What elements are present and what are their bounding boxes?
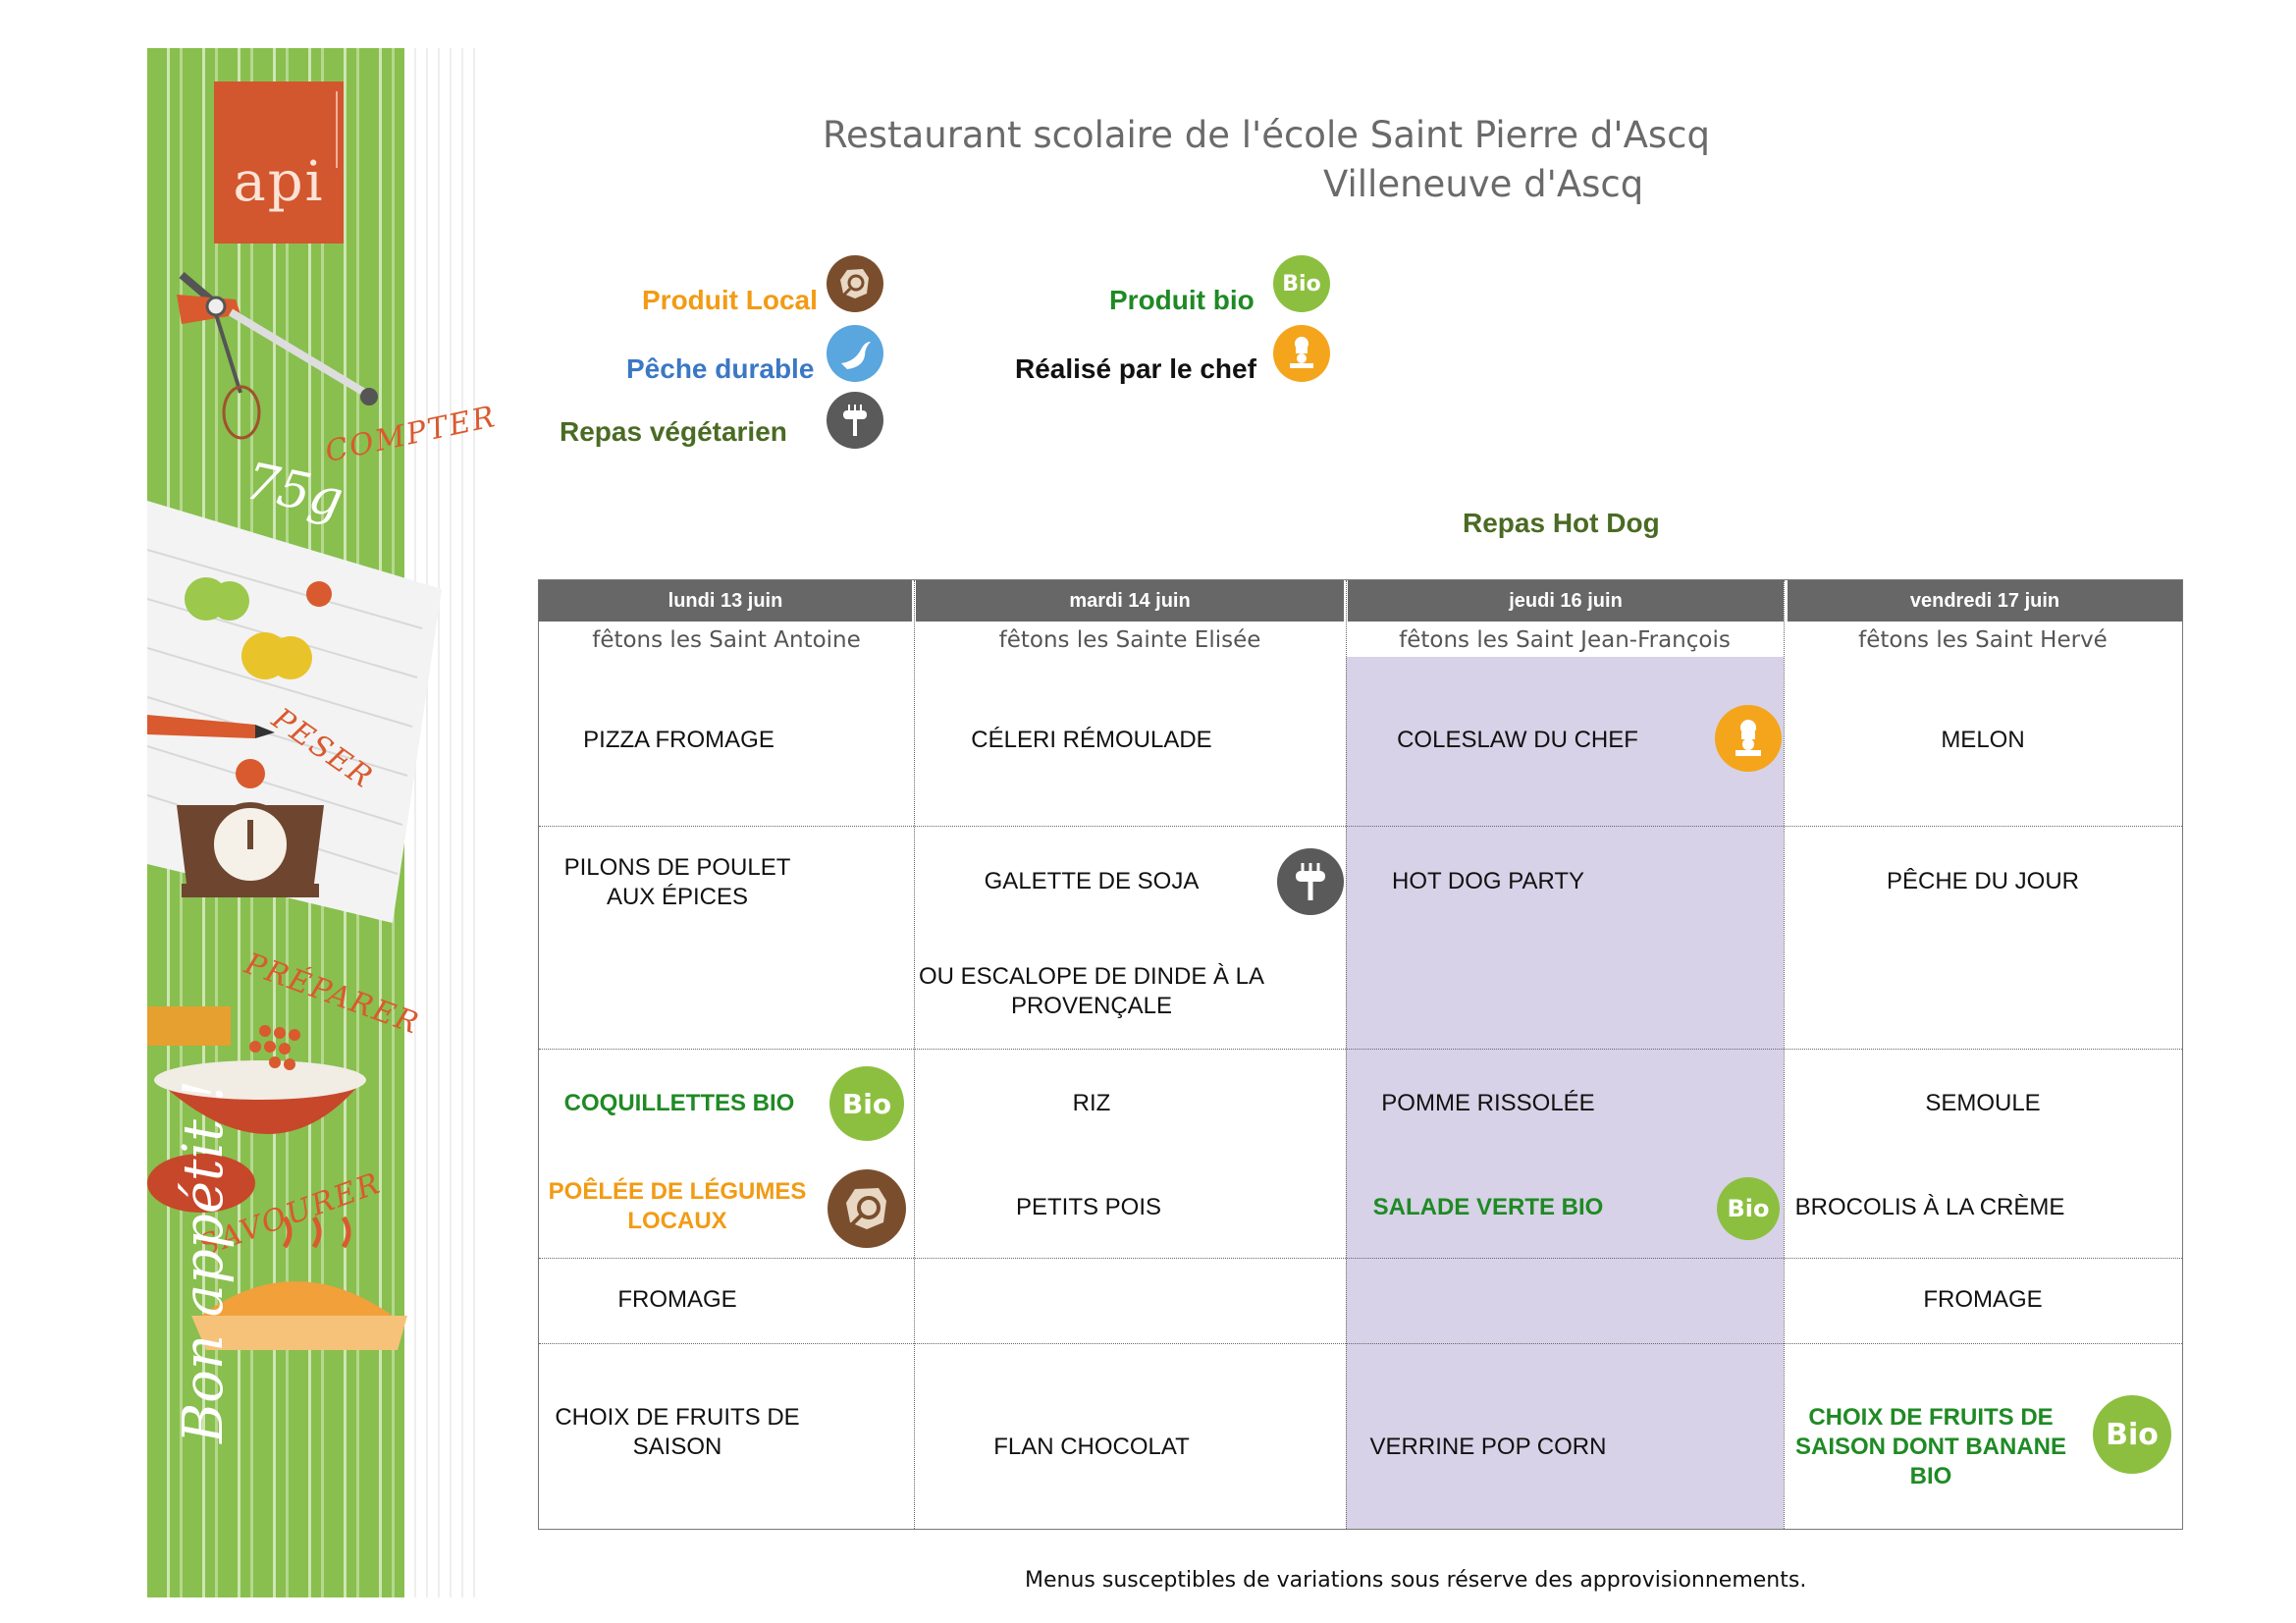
tuesday-main: GALETTE DE SOJA [984, 868, 1200, 894]
strip-word-bon-appetit: Bon appétit ! [172, 1079, 236, 1443]
row-divider [539, 826, 2182, 827]
bio-icon: Bio [1273, 255, 1330, 312]
thursday-starter: COLESLAW DU CHEF [1397, 727, 1638, 753]
monday-starter: PIZZA FROMAGE [583, 727, 774, 753]
tuesday-side-1: RIZ [1072, 1090, 1111, 1116]
day-header-friday: vendredi 17 juin [1788, 580, 2182, 622]
monday-dessert: CHOIX DE FRUITS DE SAISON [555, 1404, 800, 1460]
monday-cheese: FROMAGE [617, 1286, 737, 1313]
tuesday-starter: CÉLERI RÉMOULADE [971, 727, 1212, 753]
row-divider [539, 1049, 2182, 1050]
france-map-icon [827, 255, 883, 312]
saint-friday: fêtons les Saint Hervé [1858, 627, 2108, 653]
day-header-tuesday: mardi 14 juin [916, 580, 1344, 622]
page-title: Restaurant scolaire de l'école Saint Pie… [823, 114, 1711, 156]
friday-cheese: FROMAGE [1923, 1286, 2043, 1313]
legend-local-label: Produit Local [642, 285, 818, 315]
thursday-side-1: POMME RISSOLÉE [1381, 1090, 1595, 1116]
menu-table: lundi 13 juin mardi 14 juin jeudi 16 jui… [538, 579, 2183, 1530]
api-logo-text: api [233, 150, 325, 214]
legend-bio-label: Produit bio [1109, 285, 1255, 315]
thursday-side-2: SALADE VERTE BIO [1372, 1194, 1604, 1220]
thursday-dessert: VERRINE POP CORN [1369, 1434, 1607, 1460]
decorative-strip-edge [404, 48, 481, 1597]
legend-chef-label: Réalisé par le chef [1015, 353, 1256, 384]
monday-side-2: POÊLÉE DE LÉGUMES LOCAUX [548, 1178, 807, 1234]
chef-icon [1715, 705, 1782, 772]
row-divider [539, 1343, 2182, 1344]
saint-tuesday: fêtons les Sainte Elisée [998, 627, 1261, 653]
fish-wave-icon [827, 325, 883, 382]
monday-main: PILONS DE POULET AUX ÉPICES [563, 854, 791, 910]
day-header-thursday: jeudi 16 juin [1348, 580, 1784, 622]
column-divider [1346, 580, 1347, 1529]
api-logo: api [214, 81, 344, 243]
friday-side-1: SEMOULE [1925, 1090, 2041, 1116]
legend-peche-label: Pêche durable [626, 353, 815, 384]
chef-icon [1273, 325, 1330, 382]
whisk-icon [177, 271, 378, 440]
menu-theme: Repas Hot Dog [1463, 508, 1660, 538]
cooking-illustrations [147, 271, 442, 1350]
fork-sausage-icon [1277, 848, 1344, 915]
friday-dessert: CHOIX DE FRUITS DE SAISON DONT BANANE BI… [1794, 1404, 2066, 1489]
friday-main: PÊCHE DU JOUR [1886, 868, 2080, 894]
tuesday-main-alternative: OU ESCALOPE DE DINDE À LA PROVENÇALE [918, 963, 1265, 1019]
bio-icon: Bio [829, 1066, 904, 1141]
tuesday-dessert: FLAN CHOCOLAT [993, 1434, 1190, 1460]
footnote: Menus susceptibles de variations sous ré… [1025, 1568, 1807, 1593]
fork-sausage-icon [827, 392, 883, 449]
bio-icon: Bio [2093, 1395, 2171, 1474]
monday-side-1: COQUILLETTES BIO [563, 1090, 795, 1116]
legend-vege-label: Repas végétarien [560, 416, 787, 447]
column-divider [1784, 580, 1785, 1529]
saint-monday: fêtons les Saint Antoine [592, 627, 861, 653]
friday-side-2: BROCOLIS À LA CRÈME [1794, 1194, 2065, 1220]
highlighted-day-column [1346, 657, 1784, 1529]
column-divider [914, 580, 915, 1529]
saint-thursday: fêtons les Saint Jean-François [1399, 627, 1731, 653]
day-header-monday: lundi 13 juin [539, 580, 912, 622]
bio-icon: Bio [1717, 1177, 1780, 1240]
tuesday-side-2: PETITS POIS [1015, 1194, 1162, 1220]
page-subtitle: Villeneuve d'Ascq [1323, 163, 1644, 205]
row-divider [539, 1258, 2182, 1259]
france-map-icon [828, 1169, 906, 1248]
friday-starter: MELON [1941, 727, 2025, 753]
thursday-main: HOT DOG PARTY [1391, 868, 1585, 894]
